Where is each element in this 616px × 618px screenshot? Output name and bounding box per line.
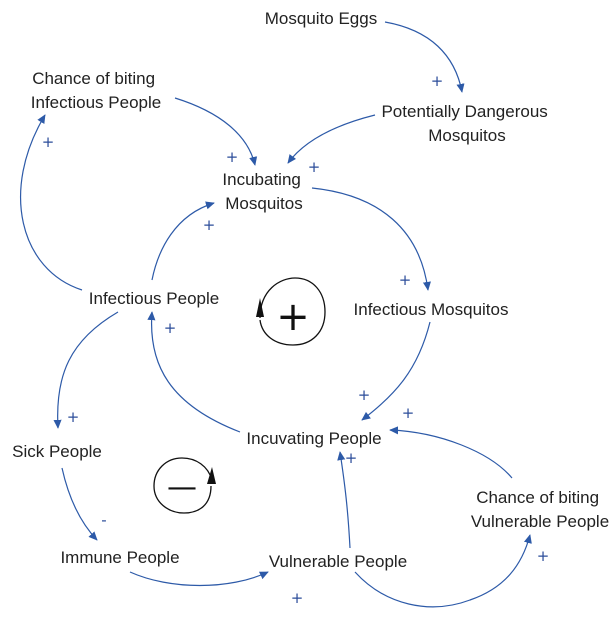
balancing-loop-marker: —	[153, 457, 216, 514]
node-infectious-mosquitos[interactable]: Infectious Mosquitos	[354, 300, 509, 319]
balancing-loop-sign: —	[167, 470, 197, 505]
node-incubating-mosquitos[interactable]: Incubating Mosquitos	[222, 170, 305, 213]
polarity-incubating-infectious: +	[399, 271, 412, 289]
node-potentially-dangerous-mosquitos[interactable]: Potentially Dangerous Mosquitos	[381, 102, 552, 145]
link-dangerous-to-incubating[interactable]	[287, 114, 376, 164]
nodes: Mosquito Eggs Potentially Dangerous Mosq…	[12, 9, 609, 571]
reinforcing-loop-sign: +	[276, 294, 310, 340]
node-incuvating-people[interactable]: Incuvating People	[246, 429, 381, 448]
link-infectious-people-to-chance-infectious[interactable]	[19, 114, 83, 291]
link-vulnerable-to-incuvating[interactable]	[337, 451, 351, 549]
link-incuvating-to-infectious-people[interactable]	[147, 311, 241, 433]
polarity-vulnerable-chance: +	[537, 547, 550, 565]
node-mosquito-eggs[interactable]: Mosquito Eggs	[265, 9, 377, 28]
links	[19, 21, 532, 608]
link-incubating-to-infectious-mosquitos[interactable]	[311, 187, 431, 291]
node-vulnerable-people[interactable]: Vulnerable People	[269, 552, 407, 571]
polarity-mosquitos-incuvating: +	[358, 386, 371, 404]
polarity-infectious-chance: +	[42, 133, 55, 151]
polarity-infectious-sick: +	[67, 408, 80, 426]
node-infectious-people[interactable]: Infectious People	[89, 289, 219, 308]
polarity-sick-immune: -	[101, 511, 106, 529]
polarity-chance-vulnerable-incuvating: +	[402, 404, 415, 422]
polarity-dangerous-incubating: +	[308, 158, 321, 176]
polarity-chance-incubating: +	[226, 148, 239, 166]
link-sick-to-immune[interactable]	[61, 467, 98, 541]
polarity-signs: + + + + + + + + + + + - + +	[42, 72, 550, 607]
polarity-immune-vulnerable: +	[291, 589, 304, 607]
link-infectious-mosquitos-to-incuvating[interactable]	[361, 321, 431, 421]
node-chance-biting-vulnerable[interactable]: Chance of biting Vulnerable People	[471, 488, 609, 531]
polarity-infectious-incubating: +	[203, 216, 216, 234]
link-chance-infectious-to-incubating[interactable]	[174, 97, 258, 166]
node-sick-people[interactable]: Sick People	[12, 442, 102, 461]
polarity-eggs-dangerous: +	[431, 72, 444, 90]
link-infectious-people-to-sick[interactable]	[53, 311, 119, 429]
reinforcing-loop-marker: +	[256, 277, 326, 346]
node-immune-people[interactable]: Immune People	[60, 548, 179, 567]
link-eggs-to-dangerous[interactable]	[384, 21, 465, 93]
node-chance-biting-infectious[interactable]: Chance of biting Infectious People	[31, 69, 161, 112]
link-infectious-people-to-incubating[interactable]	[151, 201, 215, 281]
link-chance-vulnerable-to-incuvating[interactable]	[389, 426, 513, 479]
link-immune-to-vulnerable[interactable]	[129, 571, 269, 587]
polarity-incuvating-infectious: +	[164, 319, 177, 337]
polarity-vulnerable-incuvating: +	[345, 449, 358, 467]
link-vulnerable-to-chance-vulnerable[interactable]	[354, 534, 532, 608]
